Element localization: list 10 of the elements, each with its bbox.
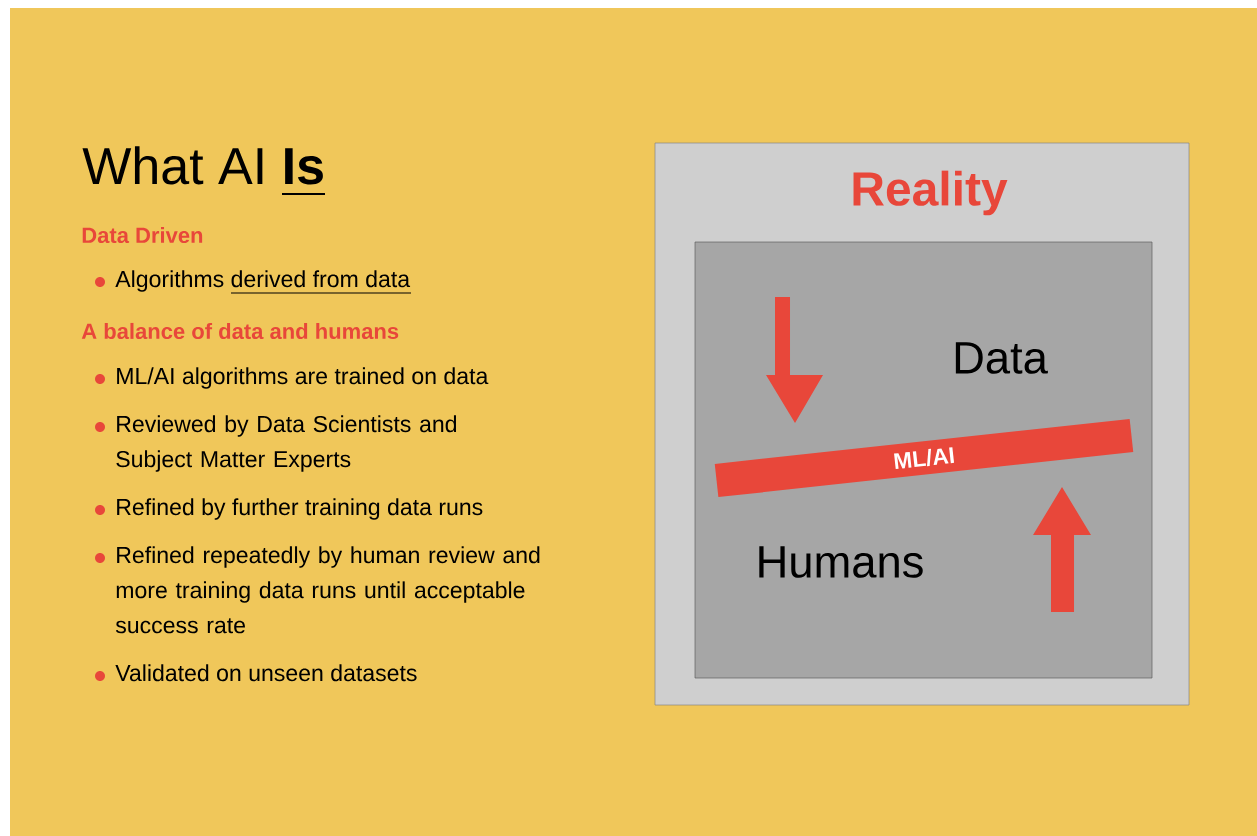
bullet-text: Refined repeatedly by human review and more training data runs until acceptable success rate (115, 546, 540, 634)
bullet-text: Algorithms derived from data (115, 270, 411, 292)
ml-ai-bar: ML/AI (714, 418, 1134, 498)
bullet-text: Validated on unseen datasets (115, 664, 417, 682)
section-heading: A balance of data and humans (81, 322, 399, 340)
section-heading: Data Driven (82, 226, 203, 244)
bullet-text: Refined by further training data runs (117, 498, 483, 520)
bullet-text: ML/AI algorithms are trained on data (117, 367, 489, 389)
title: What AI Is (82, 146, 323, 185)
bullet-text: Reviewed by Data Scientists and Subject Matter Experts (116, 415, 457, 472)
